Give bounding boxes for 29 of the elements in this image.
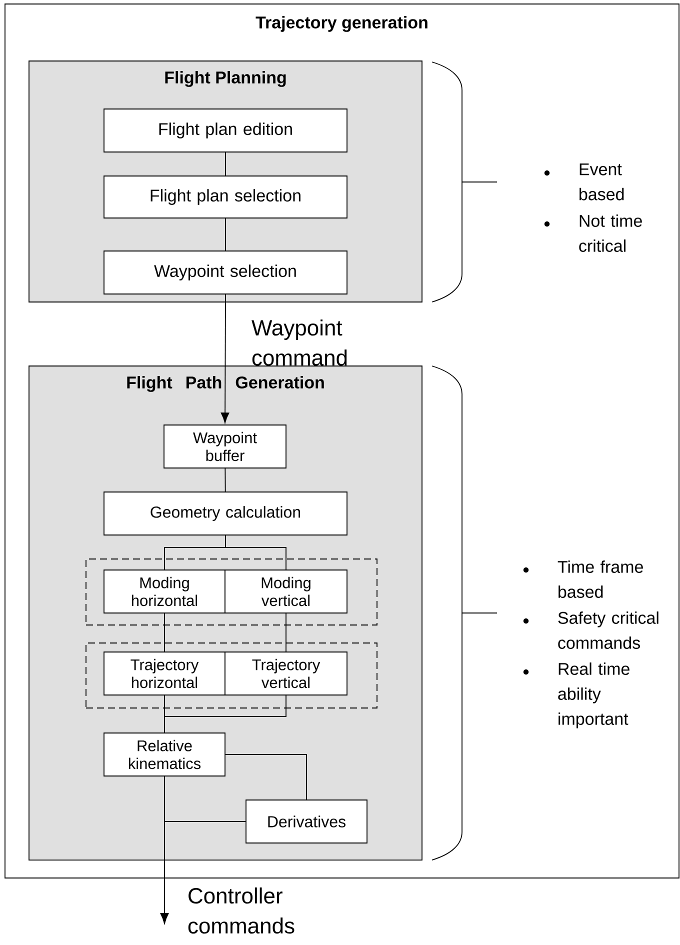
bullet-item: Time frame based [523,560,643,598]
connector [225,218,226,251]
process-box: Waypoint selection [104,250,348,294]
connector [225,535,286,570]
dashed-group-box [86,642,378,708]
connector [224,468,226,492]
connector [164,613,165,652]
edge-label: Waypoint command [252,319,347,366]
process-box: Derivatives [246,800,368,844]
process-box: Geometry calculation [104,492,348,536]
bullet-item: Real time ability important [523,662,630,728]
process-box: Trajectory vertical [224,652,348,696]
connector [225,152,226,176]
connector [160,821,246,924]
process-box: Relative kinematics [104,732,226,776]
process-box: Moding vertical [224,570,348,614]
process-box: Trajectory horizontal [104,652,226,696]
process-box: Waypoint buffer [164,424,286,468]
connector [220,294,230,424]
connector [164,695,286,733]
bullet-item: Not time critical [544,214,642,252]
process-box: Moding horizontal [104,570,226,614]
edge-label: Controller commands [188,887,294,934]
bullet-item: Event based [544,163,624,200]
bullet-item: Safety critical commands [523,611,658,649]
dashed-group-box [86,558,378,626]
connector [225,754,307,800]
process-box: Flight plan edition [104,108,348,152]
process-box: Flight plan selection [104,176,348,218]
